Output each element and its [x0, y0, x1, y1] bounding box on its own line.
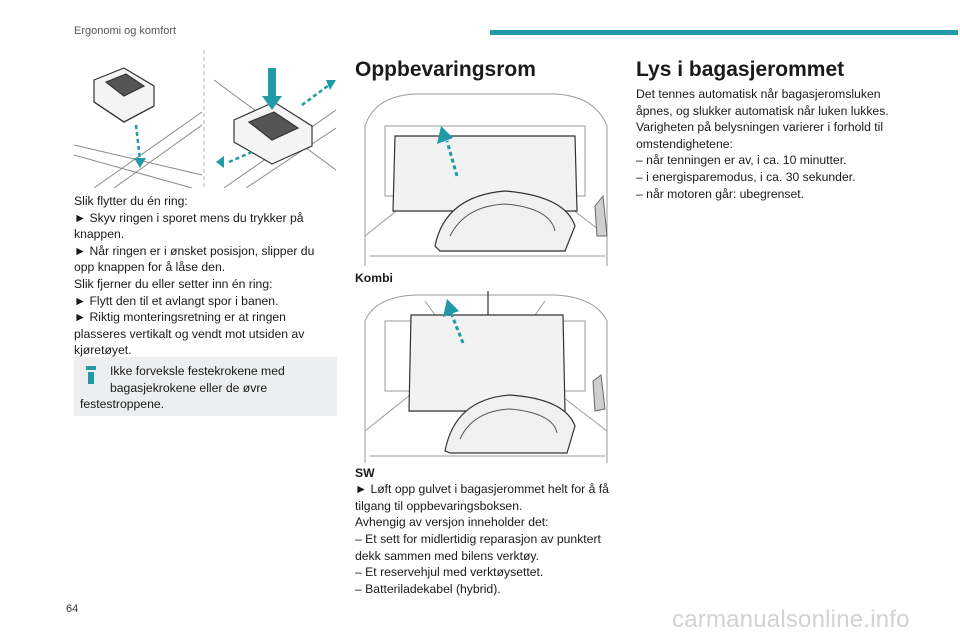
- ring-rail-illustration: [74, 50, 336, 188]
- paragraph-line: Avhengig av versjon inneholder det:: [355, 515, 549, 530]
- paragraph-line: ► Flytt den til et avlangt spor i banen.: [74, 293, 279, 308]
- paragraph-line: ► Når ringen er i ønsket posisjon, slipp…: [74, 243, 315, 258]
- info-text-line: Ikke forveksle festekrokene med: [110, 364, 285, 378]
- storage-section: Oppbevaringsrom Kombi SW: [355, 58, 617, 597]
- trunk-light-section: Lys i bagasjerommet Det tennes automatis…: [636, 58, 898, 202]
- info-icon: [86, 366, 96, 384]
- paragraph-line: – Et reservehjul med verktøysettet.: [355, 565, 544, 580]
- figure-caption-kombi: Kombi: [355, 271, 393, 285]
- figure-caption-sw: SW: [355, 465, 375, 480]
- paragraph-line: – når tenningen er av, i ca. 10 minutter…: [636, 153, 847, 168]
- paragraph-line: ► Riktig monteringsretning er at ringen: [74, 310, 286, 325]
- sw-trunk-illustration: [364, 290, 608, 463]
- paragraph-line: ► Løft opp gulvet i bagasjerommet helt f…: [355, 482, 609, 497]
- paragraph-line: plasseres vertikalt og vendt mot utsiden…: [74, 326, 305, 341]
- paragraph-line: – Batteriladekabel (hybrid).: [355, 581, 501, 596]
- paragraph-line: knappen.: [74, 227, 125, 242]
- paragraph-line: ► Skyv ringen i sporet mens du trykker p…: [74, 210, 304, 225]
- paragraph-line: opp knappen for å låse den.: [74, 260, 226, 275]
- info-text-line: festestroppene.: [80, 397, 165, 412]
- paragraph-line: tilgang til oppbevaringsboksen.: [355, 498, 523, 513]
- watermark: carmanualsonline.info: [672, 606, 910, 633]
- paragraph-line: Slik flytter du én ring:: [74, 194, 188, 208]
- paragraph-line: kjøretøyet.: [74, 343, 132, 358]
- paragraph-line: åpnes, og slukker automatisk når luken l…: [636, 103, 889, 118]
- section-heading: Lys i bagasjerommet: [636, 58, 845, 81]
- paragraph-line: Slik fjerner du eller setter inn én ring…: [74, 276, 273, 291]
- paragraph-line: omstendighetene:: [636, 136, 733, 151]
- kombi-trunk-illustration: [364, 93, 608, 266]
- chapter-title: Ergonomi og komfort: [74, 25, 177, 37]
- paragraph-line: Det tennes automatisk når bagasjeromsluk…: [636, 87, 881, 101]
- header-accent-bar: [490, 30, 958, 35]
- ring-instructions: Slik flytter du én ring: ► Skyv ringen i…: [74, 193, 336, 359]
- paragraph-line: dekk sammen med bilens verktøy.: [355, 548, 540, 563]
- paragraph-line: – i energisparemodus, i ca. 30 sekunder.: [636, 169, 856, 184]
- page-number: 64: [66, 603, 79, 615]
- info-text-line: bagasjekrokene eller de øvre: [110, 380, 268, 395]
- section-heading: Oppbevaringsrom: [355, 58, 536, 81]
- paragraph-line: – Et sett for midlertidig reparasjon av …: [355, 531, 601, 546]
- paragraph-line: – når motoren går: ubegrenset.: [636, 186, 805, 201]
- info-note: Ikke forveksle festekrokene med bagasjek…: [74, 357, 337, 416]
- paragraph-line: Varigheten på belysningen varierer i for…: [636, 120, 884, 135]
